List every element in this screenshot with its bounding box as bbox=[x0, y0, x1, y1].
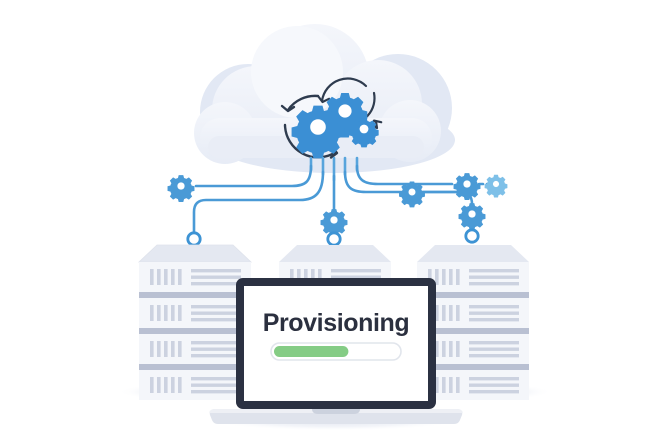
rack-left-unit-1-detail bbox=[150, 269, 241, 286]
server-rack-center-region[interactable] bbox=[279, 245, 391, 400]
screen-heading: Provisioning bbox=[263, 309, 410, 337]
laptop-notch bbox=[312, 409, 360, 414]
rack-right-top bbox=[417, 245, 529, 262]
endpoint-node-left bbox=[186, 231, 202, 247]
rack-right-divider-3 bbox=[417, 364, 529, 370]
rack-right-divider-1 bbox=[417, 292, 529, 298]
laptop: Provisioning bbox=[209, 278, 463, 424]
connector-left-down bbox=[192, 170, 325, 236]
server-rack-right-region[interactable] bbox=[417, 245, 529, 400]
rack-left-unit-4-detail bbox=[150, 377, 241, 394]
cloud-gear-cluster bbox=[280, 77, 383, 159]
endpoint-node-center bbox=[326, 231, 342, 247]
connector-right-top bbox=[355, 164, 454, 186]
gear-large bbox=[291, 105, 345, 159]
rack-left-divider-2 bbox=[139, 328, 251, 334]
rack-left-top bbox=[139, 245, 251, 262]
server-rack-left-region[interactable] bbox=[139, 245, 251, 400]
rack-center-top bbox=[279, 245, 391, 262]
rack-left-unit-3-detail bbox=[150, 341, 241, 358]
server-rack-left bbox=[137, 244, 253, 400]
gear-small bbox=[349, 118, 379, 148]
connector-left-top bbox=[194, 164, 313, 188]
rack-left-divider-1 bbox=[139, 292, 251, 298]
cloud-region bbox=[200, 25, 435, 160]
connector-gear-nodes bbox=[167, 173, 508, 237]
endpoint-node-right bbox=[464, 228, 480, 244]
connector-right-mid bbox=[343, 170, 404, 194]
rack-right-divider-2 bbox=[417, 328, 529, 334]
cloud-highlight-lobe bbox=[251, 26, 343, 118]
rack-right-unit-1-detail bbox=[428, 269, 519, 286]
progress-fill bbox=[274, 346, 349, 357]
rack-left-divider-3 bbox=[139, 364, 251, 370]
rack-left-unit-2-detail bbox=[150, 305, 241, 322]
server-rack-right bbox=[417, 245, 529, 400]
